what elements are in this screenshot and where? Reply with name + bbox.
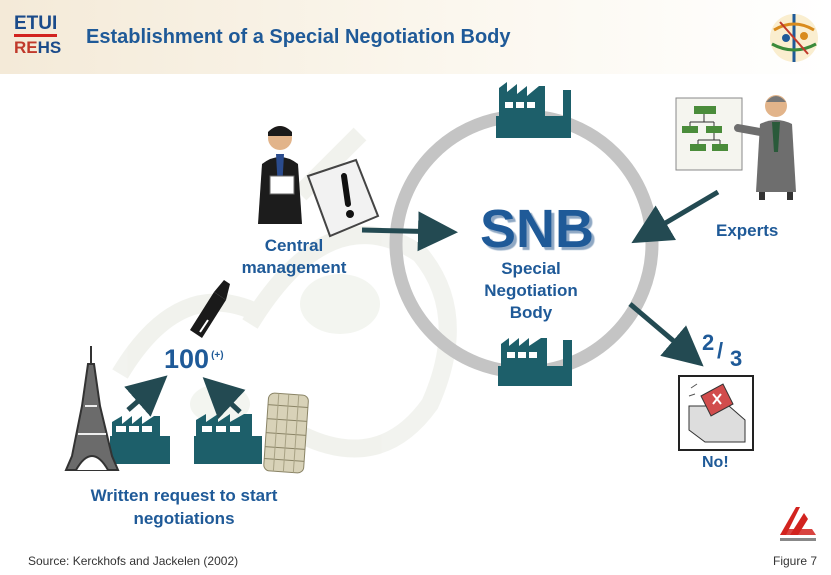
eiffel-tower-icon — [64, 346, 120, 471]
manager-clipart — [258, 126, 380, 238]
arrow-experts-to-snb — [631, 189, 720, 244]
fountain-pen-icon — [190, 280, 230, 338]
factory-icon-right — [194, 414, 262, 464]
arrow-right-factory-to-count — [202, 377, 246, 420]
snb-full-name-line3: Body — [509, 303, 553, 322]
factory-icon-bottom — [498, 338, 572, 386]
logo-line2-blue: HS — [37, 38, 62, 57]
central-management-label: Central management — [232, 235, 356, 279]
employee-count-label: 100(+) — [164, 344, 224, 375]
central-management-line2: management — [241, 258, 347, 277]
header-bar: ETUI REHS Establishment of a Special Neg… — [0, 0, 831, 74]
source-citation: Source: Kerckhofs and Jackelen (2002) — [28, 554, 239, 568]
snb-full-name: Special Negotiation Body — [456, 258, 606, 324]
employee-count-value: 100 — [164, 344, 210, 374]
logo-line2-red: RE — [14, 38, 38, 57]
ratio-numerator: 2 — [702, 330, 715, 355]
written-request-line1: Written request to start — [90, 486, 278, 505]
ratio-denominator: 3 — [730, 346, 743, 371]
snb-acronym: SNB — [479, 199, 594, 259]
logo-line2: REHS — [14, 39, 61, 56]
written-request-label: Written request to start negotiations — [46, 484, 322, 530]
emblem-icon — [770, 14, 818, 62]
written-request-line2: negotiations — [133, 509, 235, 528]
experts-label: Experts — [716, 221, 779, 240]
central-management-line1: Central — [264, 236, 324, 255]
leaning-tower-icon — [263, 392, 309, 474]
arrow-snb-to-vote — [628, 302, 704, 367]
snb-full-name-line1: Special — [501, 259, 561, 278]
expert-clipart — [675, 95, 796, 200]
ballot-box-icon — [678, 375, 754, 451]
no-vote-label: No! — [702, 454, 729, 471]
factory-icon-left — [110, 416, 170, 464]
logo-line1: ETUI — [14, 14, 58, 37]
factory-icon-top — [496, 82, 571, 138]
snb-full-name-line2: Negotiation — [484, 281, 578, 300]
ratio-slash: / — [717, 338, 724, 363]
arrow-left-factory-to-count — [124, 375, 168, 417]
arrow-management-to-snb — [361, 211, 458, 252]
etui-rehs-logo: ETUI REHS — [14, 14, 70, 60]
employee-count-plus: (+) — [211, 350, 224, 361]
corner-logo-icon — [780, 507, 816, 541]
figure-number: Figure 7 — [773, 554, 818, 568]
page-title: Establishment of a Special Negotiation B… — [86, 26, 511, 48]
